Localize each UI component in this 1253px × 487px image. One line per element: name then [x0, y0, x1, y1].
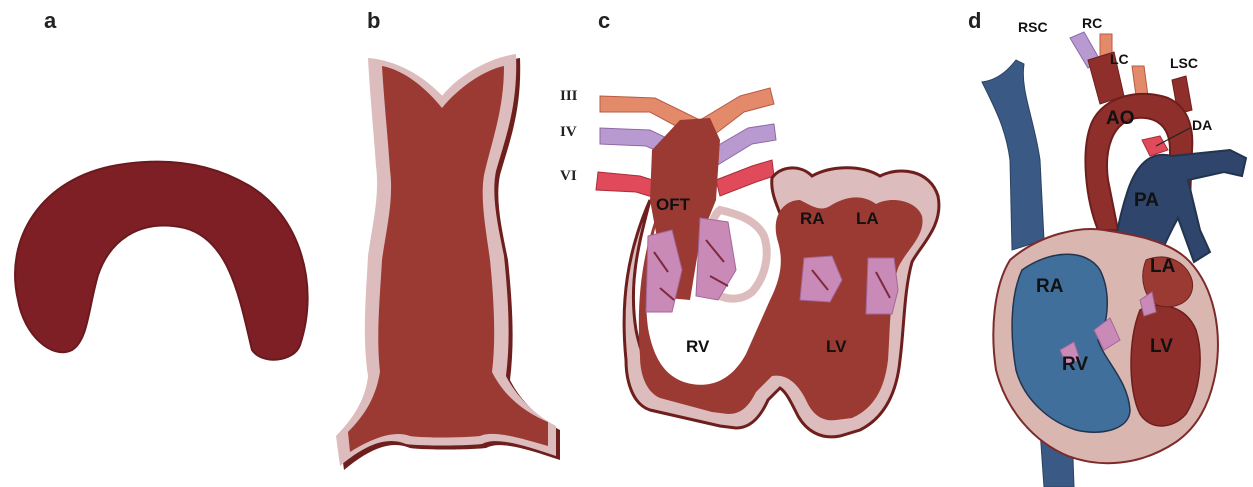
- panel-c-letter: c: [598, 8, 610, 33]
- label-c-ra: RA: [800, 209, 825, 228]
- label-rc: RC: [1082, 15, 1102, 31]
- cardiac-crescent: [15, 162, 308, 360]
- label-d-rv: RV: [1062, 354, 1088, 375]
- panel-d: d RSC RC LC LSC AO D: [968, 8, 1246, 487]
- label-rsc: RSC: [1018, 19, 1048, 35]
- panel-a: a: [15, 8, 308, 360]
- arch-label-iv: IV: [560, 124, 577, 140]
- label-oft: OFT: [656, 195, 691, 214]
- label-ao: AO: [1106, 108, 1135, 129]
- arch-label-iii: III: [560, 88, 578, 104]
- panel-c: c III IV VI: [560, 8, 939, 437]
- label-d-la: LA: [1150, 256, 1176, 277]
- label-c-rv: RV: [686, 337, 710, 356]
- superior-vena-cava: [982, 60, 1044, 250]
- panel-a-letter: a: [44, 8, 57, 33]
- left-carotid-artery: [1132, 66, 1148, 96]
- label-da: DA: [1192, 117, 1212, 133]
- label-d-ra: RA: [1036, 276, 1064, 297]
- label-pa: PA: [1134, 190, 1159, 211]
- ductus-arteriosus: [1142, 136, 1168, 156]
- label-lc: LC: [1110, 51, 1129, 67]
- panel-b: b: [336, 8, 560, 470]
- label-lsc: LSC: [1170, 55, 1198, 71]
- label-c-lv: LV: [826, 337, 847, 356]
- label-d-lv: LV: [1150, 336, 1173, 357]
- panel-d-letter: d: [968, 8, 981, 33]
- label-c-la: LA: [856, 209, 879, 228]
- panel-b-letter: b: [367, 8, 380, 33]
- left-ventricle: [1131, 305, 1200, 426]
- arch-label-vi: VI: [560, 168, 577, 184]
